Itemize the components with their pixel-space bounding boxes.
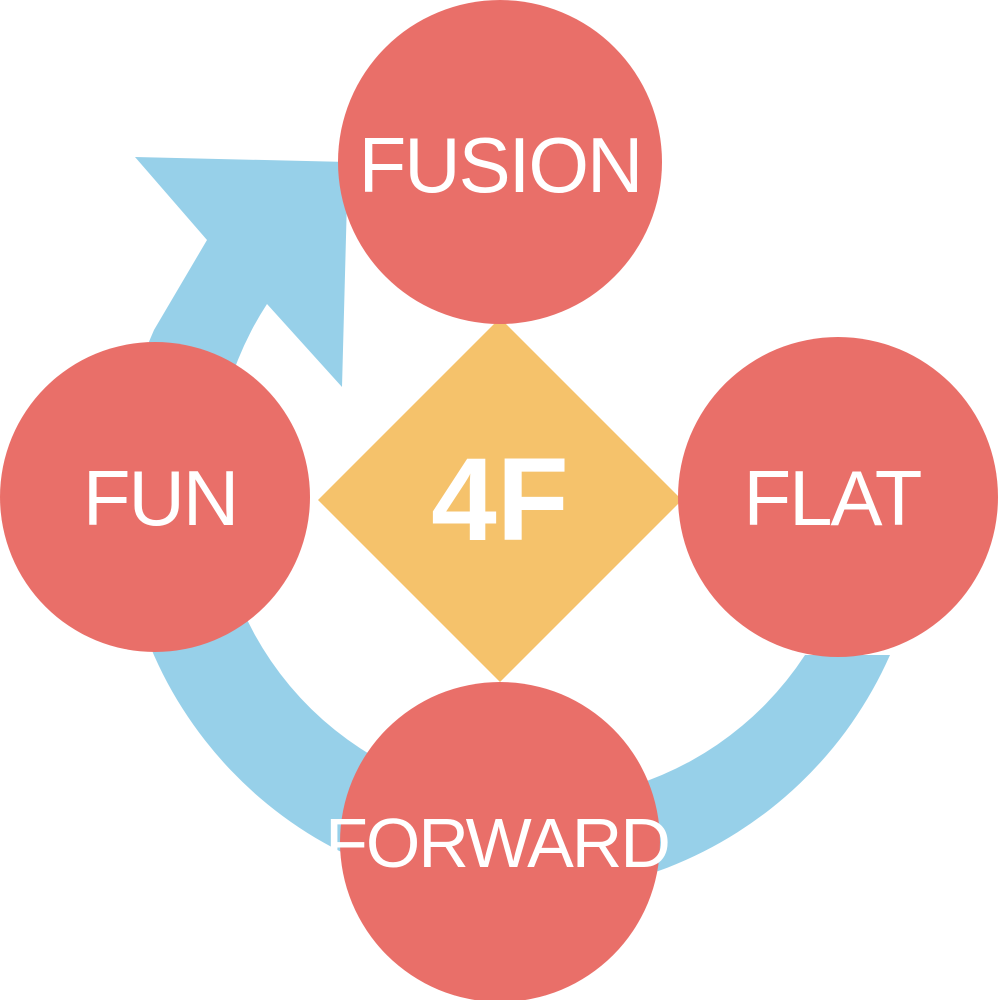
cycle-arrow	[119, 157, 890, 895]
fun-circle	[0, 342, 310, 652]
fun-label: FUN	[83, 454, 237, 542]
fusion-label: FUSION	[359, 121, 642, 209]
flat-label: FLAT	[744, 454, 921, 542]
forward-circle	[340, 682, 660, 1000]
center-diamond	[318, 318, 682, 682]
flat-circle	[678, 337, 998, 657]
fusion-circle	[338, 0, 662, 324]
forward-label: FORWARD	[325, 804, 669, 882]
center-label: 4F	[431, 434, 569, 566]
